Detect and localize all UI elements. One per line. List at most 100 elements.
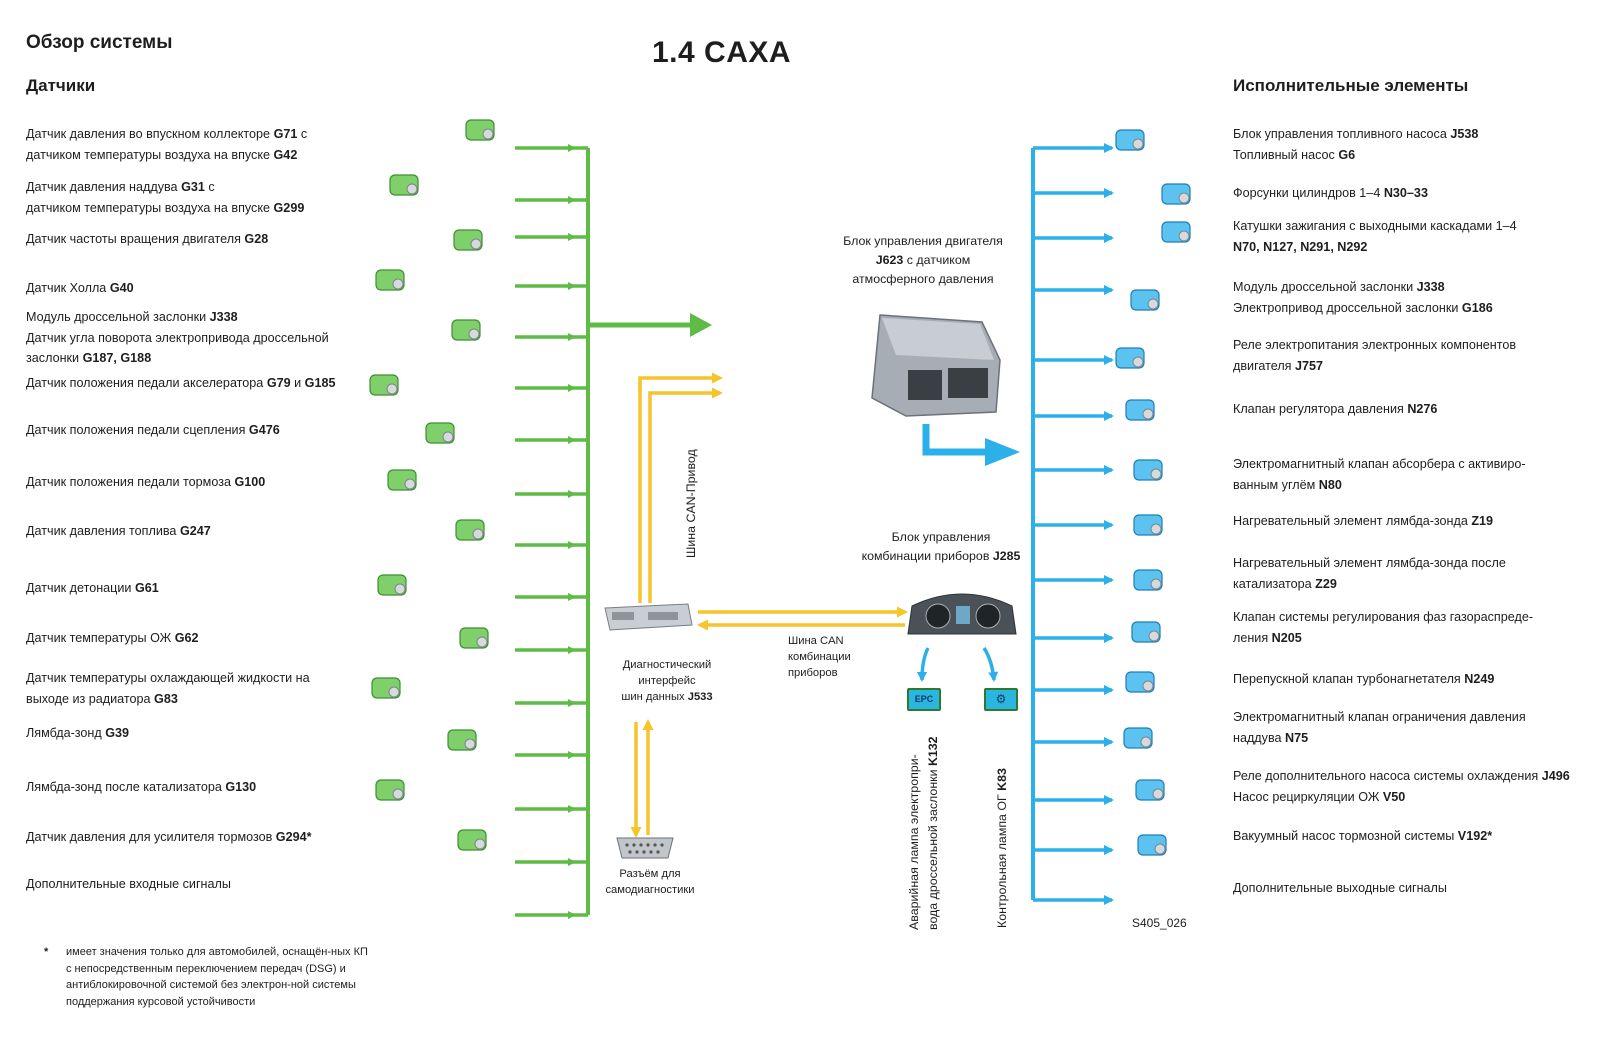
actuator-item-line: Вакуумный насос тормозной системы V192* [1233,826,1492,847]
actuator-item-code: V192* [1457,829,1493,843]
sensor-component-icon [425,422,455,444]
sensor-item: Лямбда-зонд G39 [26,723,129,744]
sensor-item-code: G31 [181,180,205,194]
actuator-item-text: наддува [1233,730,1286,745]
sensor-item-line: Датчик положения педали сцепления G476 [26,420,280,441]
sensor-item-line: Датчик давления во впускном коллекторе G… [26,124,307,145]
sensor-item-text: Датчик угла поворота электропривода дрос… [26,330,329,345]
diag-connector-line1: Разъём для [619,868,681,880]
sensor-item: Датчик положения педали сцепления G476 [26,420,280,441]
actuator-item: Катушки зажигания с выходными каскадами … [1233,216,1517,257]
actuator-item-code: N205 [1271,630,1302,645]
sensor-item: Датчик Холла G40 [26,278,134,299]
sensor-item-code: G299 [273,200,305,215]
actuator-item-line: ванным углём N80 [1233,475,1526,496]
sensor-item: Датчик давления во впускном коллекторе G… [26,124,307,165]
gateway-label: Диагностический интерфейс шин данных J53… [612,657,722,705]
can-cluster-line2: комбинации [788,651,851,663]
actuator-item-code: N80 [1318,477,1342,492]
sensor-item: Датчик давления топлива G247 [26,521,211,542]
sensor-component-icon [465,119,495,141]
actuator-item: Реле электропитания электронных компонен… [1233,335,1516,376]
actuator-item-code: J538 [1450,127,1479,141]
actuator-bus-lines [1033,143,1114,905]
sensor-item-text: Датчик давления наддува [26,180,182,194]
actuator-item-line: Дополнительные выходные сигналы [1233,878,1447,899]
actuator-item-code: N249 [1464,672,1495,686]
can-cluster-label: Шина CAN комбинации приборов [788,633,864,681]
sensor-item-text: с [297,127,308,141]
actuator-item-text: Нагревательный элемент лямбда-зонда посл… [1233,556,1506,570]
sensor-item-text: Датчик Холла [26,281,110,295]
sensor-item-line: Датчик положения педали акселератора G79… [26,373,335,394]
sensor-item-line: Датчик температуры охлаждающей жидкости … [26,668,310,689]
actuator-item-line: N70, N127, N291, N292 [1233,237,1517,258]
sensor-item-code: G83 [154,691,178,706]
actuator-item: Клапан системы регулирования фаз газорас… [1233,607,1533,648]
sensor-item-line: Лямбда-зонд G39 [26,723,129,744]
sensor-item-text: Дополнительные входные сигналы [26,877,231,891]
sensor-item-code: G42 [273,147,298,162]
actuator-item-line: Электропривод дроссельной заслонки G186 [1233,298,1493,319]
actuator-item-text: Клапан системы регулирования фаз газорас… [1233,610,1534,624]
actuator-item-line: Реле электропитания электронных компонен… [1233,335,1516,356]
actuator-item-text: двигателя [1233,358,1295,373]
sensor-item: Дополнительные входные сигналы [26,874,231,895]
actuator-item: Клапан регулятора давления N276 [1233,399,1437,420]
sensor-item-line: Датчик угла поворота электропривода дрос… [26,328,329,349]
sensor-item: Датчик давления для усилителя тормозов G… [26,827,312,848]
actuator-item-text: Клапан регулятора давления [1233,402,1408,416]
sensor-item-code: G187, G188 [82,351,152,365]
ecu-image [871,314,1001,417]
actuator-item-code: V50 [1382,789,1406,804]
actuator-item-text: ления [1233,630,1272,645]
sensor-item-text: Датчик температуры ОЖ [26,631,175,645]
actuator-component-icon [1125,671,1155,693]
actuator-component-icon [1130,289,1160,311]
sensor-item: Лямбда-зонд после катализатора G130 [26,777,256,798]
sensor-item-text: с [204,180,215,194]
diag-connector-line2: самодиагностики [605,884,695,896]
mil-lamp-arrow [982,647,999,682]
page-title: Обзор системы [26,32,173,53]
figure-id: S405_026 [1132,916,1187,930]
sensor-item-line: датчиком температуры воздуха на впуске G… [26,145,307,166]
sensor-item-code: J338 [209,310,238,324]
sensors-heading: Датчики [26,76,96,95]
sensor-item-text: Датчик давления для усилителя тормозов [26,830,276,844]
actuator-item-text: Электропривод дроссельной заслонки [1233,300,1462,315]
sensor-item-text: датчиком температуры воздуха на впуске [26,200,274,215]
cluster-label: Блок управления комбинации приборов J285 [846,528,1036,566]
sensor-component-icon [387,469,417,491]
sensor-item-code: G79 [266,376,291,390]
sensor-item-text: Лямбда-зонд после катализатора [26,780,226,794]
sensor-component-icon [451,319,481,341]
actuator-item-code: J338 [1416,280,1445,294]
can-cluster-line3: приборов [788,667,838,679]
ecu-label-line2: с датчиком [903,253,971,267]
actuator-item: Вакуумный насос тормозной системы V192* [1233,826,1492,847]
sensor-item-text: Датчик давления топлива [26,524,180,538]
actuator-item-text: ванным углём [1233,477,1319,492]
sensor-item: Датчик температуры ОЖ G62 [26,628,199,649]
sensor-item: Датчик температуры охлаждающей жидкости … [26,668,310,709]
can-cluster-line1: Шина CAN [788,635,844,647]
mil-lamp-code: K83 [995,768,1009,791]
actuator-item-line: двигателя J757 [1233,356,1516,377]
actuator-item-code: N70, N127, N291, N292 [1233,239,1368,254]
epc-lamp-label-line1: Аварийная лампа электропри- [907,754,921,930]
sensor-component-icon [459,627,489,649]
sensor-item-text: Датчик положения педали акселератора [26,376,267,390]
actuator-component-icon [1131,621,1161,643]
sensor-item-line: Лямбда-зонд после катализатора G130 [26,777,256,798]
sensor-item-line: Датчик давления наддува G31 с [26,177,304,198]
sensor-item-code: G185 [304,376,336,390]
actuator-item-code: J757 [1295,358,1324,373]
actuator-item-text: Катушки зажигания с выходными каскадами … [1233,219,1517,233]
epc-lamp-code: K132 [926,736,940,767]
actuator-item-line: Блок управления топливного насоса J538 [1233,124,1478,145]
can-drive-label: Шина CAN-Привод [684,449,698,558]
